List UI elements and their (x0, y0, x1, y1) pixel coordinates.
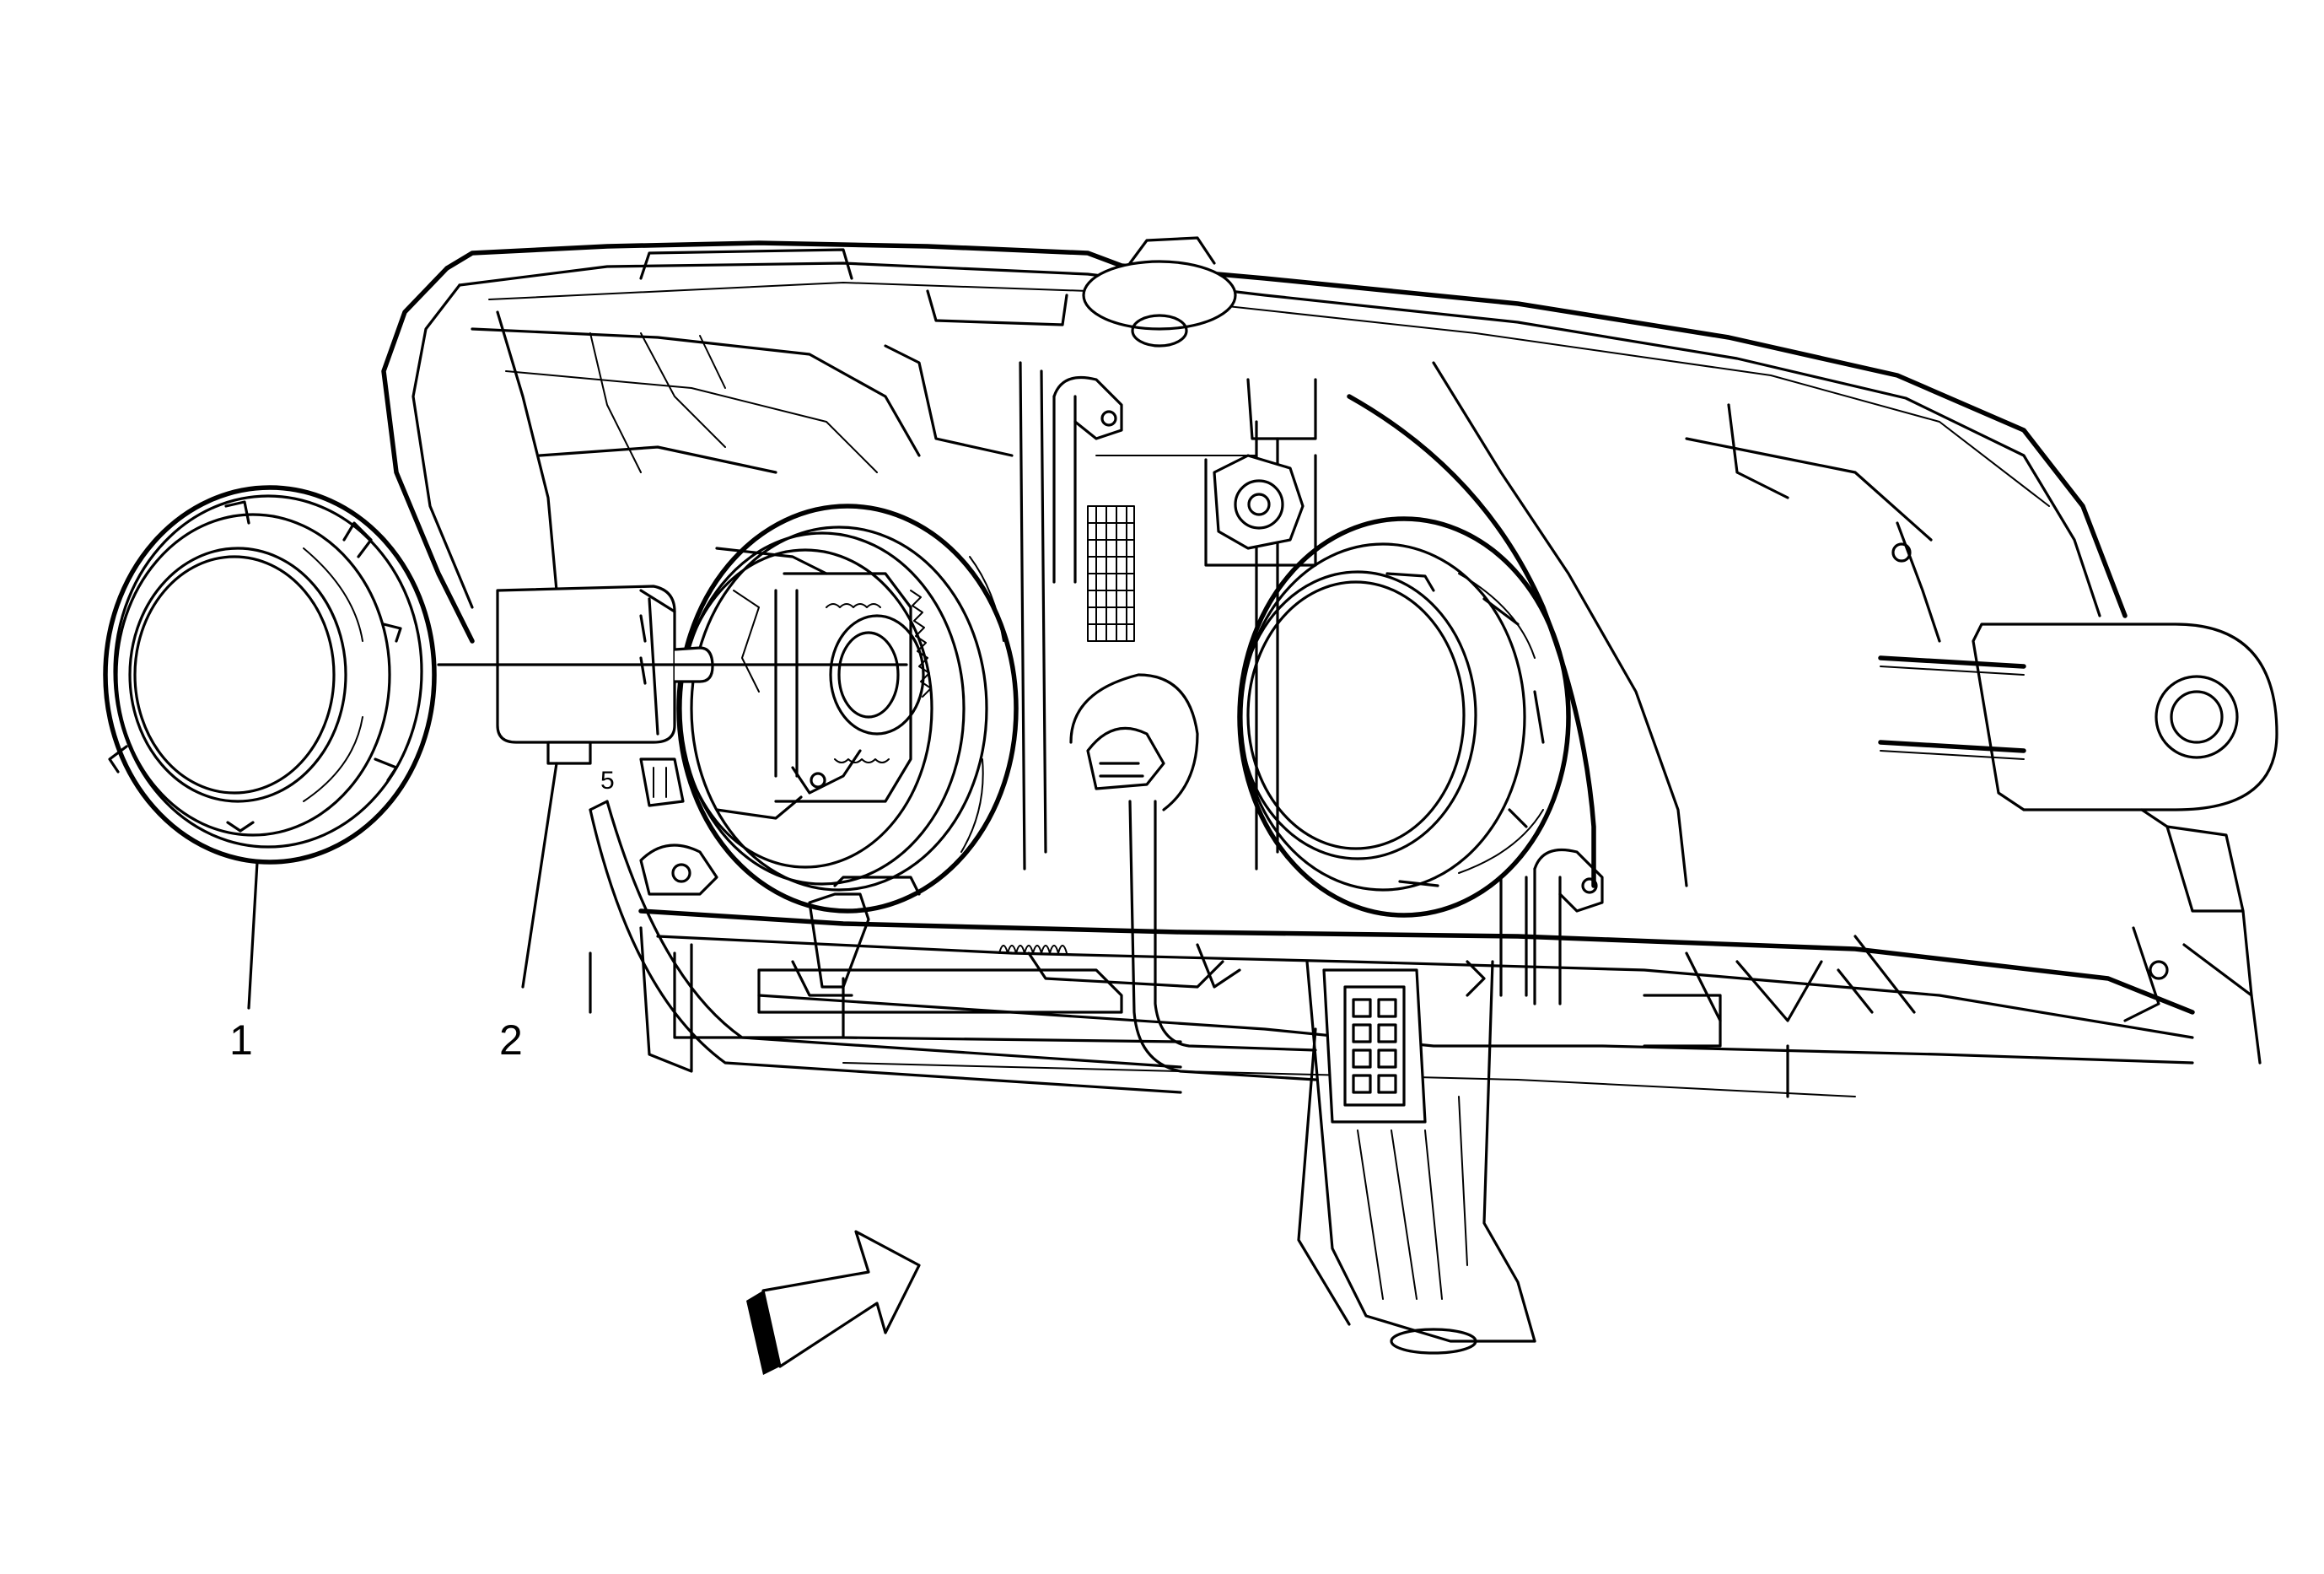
wiring-harness (589, 800, 1604, 1094)
callout-2: 2 (499, 762, 558, 1064)
callout-1-label: 1 (229, 1016, 253, 1064)
housing-marking: 5 (600, 767, 615, 795)
headlamp-housing: 5 (381, 236, 2278, 1355)
adjuster-nut (1204, 454, 1317, 567)
view-direction-arrow (746, 1230, 921, 1375)
headlamp-bulb-cover (103, 485, 437, 865)
headlamp-bulb (715, 547, 932, 820)
low-beam-opening (676, 504, 1019, 914)
high-beam-opening (1237, 516, 1571, 918)
mounting-bracket-bottom (1297, 960, 1536, 1355)
callout-2-label: 2 (499, 1016, 523, 1064)
vent-grille (1087, 505, 1135, 642)
callout-1: 1 (229, 860, 259, 1064)
lower-connector (1322, 968, 1427, 1124)
mounting-tab-right (1878, 623, 2278, 811)
